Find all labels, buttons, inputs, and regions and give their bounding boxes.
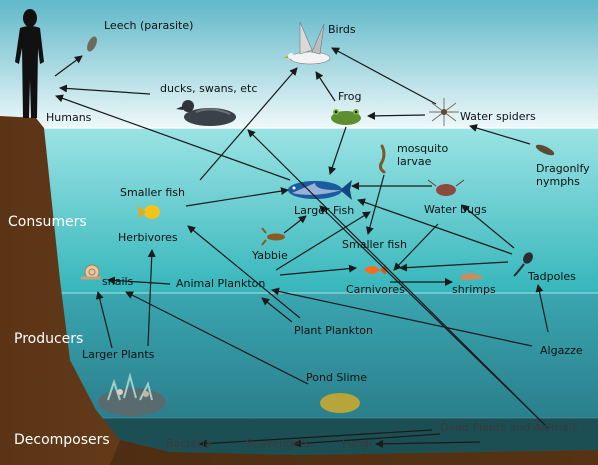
arrow-plant-plankton-to-herbivores [187, 225, 301, 319]
arrow-water-bugs-to-carnivores [393, 223, 439, 271]
arrow-algazze-to-tadpoles [535, 284, 549, 333]
arrow-dead-to-bacteria [199, 429, 433, 448]
tadpoles-label: Tadpoles [528, 270, 576, 283]
pond-slime-label: Pond Slime [306, 371, 367, 384]
snails-label: snails [102, 275, 134, 288]
dead-plants-animals-label: Dead Plants and Animals [440, 421, 578, 434]
arrow-humans-to-leech [54, 55, 83, 77]
frog-icon [331, 109, 361, 125]
arrow-pond-slime-to-snails [125, 291, 309, 385]
arrow-larger-plants-to-snails [95, 291, 113, 349]
water-bug-icon [427, 179, 465, 196]
bacteria-label: Bacteria [166, 437, 212, 450]
arrow-smaller-fish-to-larger-fish [185, 187, 289, 207]
larger-fish-label: Larger Fish [294, 204, 355, 217]
scavengers-label: Scavengers [246, 437, 311, 450]
carnivore-fish-icon [364, 265, 386, 275]
water-upper-zone [0, 128, 598, 293]
larger-plants-label: Larger Plants [82, 348, 155, 361]
zone-consumers-label: Consumers [8, 214, 87, 230]
animal-plankton-label: Animal Plankton [176, 277, 266, 290]
arrow-dead-to-ducks [247, 129, 549, 429]
carnivores-label: Carnivores [346, 283, 405, 296]
algazze-label: Algazze [540, 344, 583, 357]
arrow-dead-to-fungi [375, 439, 481, 448]
fungi-label: Fungi [342, 437, 372, 450]
ducks-label: ducks, swans, etc [160, 82, 258, 95]
dragonfly-nymphs-label: Dragonlfy nymphs [536, 162, 590, 188]
arrow-animal-plankton-to-snails [107, 276, 171, 285]
dragonfly-nymph-icon [535, 144, 555, 156]
mosquito-larva-icon [378, 144, 386, 174]
birds-label: Birds [328, 23, 356, 36]
arrow-algazze-to-animal-plankton [271, 287, 533, 347]
pond-bank [0, 116, 598, 465]
arrow-animal-plankton-to-carnivores [279, 264, 357, 276]
arrow-tadpoles-to-water-bugs [461, 204, 515, 249]
arrow-larger-fish-to-humans [55, 94, 291, 181]
sky-zone [0, 0, 598, 128]
water-mid-zone [0, 293, 598, 418]
yabbie-icon [261, 227, 285, 246]
food-web-arrows [54, 47, 549, 448]
zone-producers-label: Producers [14, 331, 84, 347]
arrow-yabbie-to-larger-fish [283, 215, 307, 234]
pond-slime-icon [320, 393, 360, 413]
snail-icon [80, 264, 102, 280]
larger-fish-icon [288, 180, 352, 200]
arrow-animal-plankton-to-larger-fish [275, 211, 371, 271]
arrow-larger-plants-to-herbivores [147, 249, 156, 347]
frog-label: Frog [338, 90, 362, 103]
arrow-dragonfly-to-water-spiders [469, 124, 531, 145]
tadpole-icon [513, 252, 533, 277]
shrimps-label: shrimps [452, 283, 496, 296]
smaller-fish-top-label: Smaller fish [120, 186, 185, 199]
arrow-water-spiders-to-frog [367, 111, 426, 120]
bird-icon [283, 21, 331, 65]
yabbie-label: Yabbie [252, 249, 288, 262]
arrow-water-spiders-to-birds [331, 47, 437, 105]
shrimp-icon [460, 273, 484, 280]
leech-label: Leech (parasite) [104, 19, 194, 32]
zone-decomposers-label: Decomposers [14, 432, 110, 448]
pond-floor-mud [110, 440, 598, 465]
water-spiders-label: Water spiders [460, 110, 536, 123]
arrow-mosquito-to-smaller-fish [365, 174, 385, 235]
smaller-fish-mid-label: Smaller fish [342, 238, 407, 251]
arrow-ducks-to-humans [59, 84, 151, 95]
water-spider-icon [429, 98, 459, 126]
smaller-fish-icon [138, 205, 160, 219]
duck-icon [176, 100, 236, 126]
arrow-dead-to-scavengers [293, 433, 441, 448]
arrow-tadpoles-to-carnivores [399, 261, 509, 272]
herbivores-label: Herbivores [118, 231, 178, 244]
larger-plants-icon [98, 372, 166, 416]
arrow-smaller-fish-to-birds [199, 67, 298, 181]
mosquito-larvae-label: mosquito larvae [397, 142, 449, 168]
humans-label: Humans [46, 111, 92, 124]
human-silhouette [15, 9, 44, 118]
arrow-plant-plankton-to-animal-plankton [261, 297, 293, 323]
arrow-frog-to-larger-fish [328, 126, 347, 175]
leech-icon [87, 36, 97, 52]
water-bugs-label: Water bugs [424, 203, 487, 216]
arrow-frog-to-birds [315, 71, 336, 102]
plant-plankton-label: Plant Plankton [294, 324, 373, 337]
